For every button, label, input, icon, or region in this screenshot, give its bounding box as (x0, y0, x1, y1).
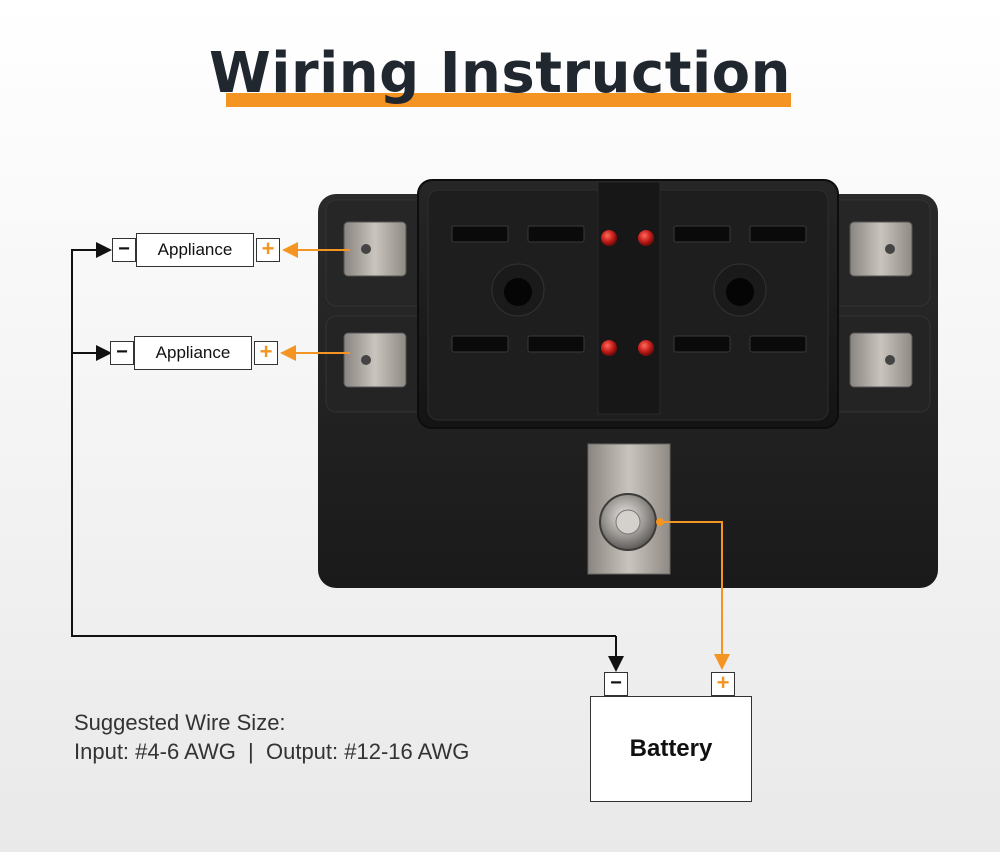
title-container: Wiring Instruction (0, 38, 1000, 110)
battery-negative-terminal: − (604, 672, 628, 696)
wire-size-values: Input: #4-6 AWG | Output: #12-16 AWG (74, 739, 470, 764)
led-indicators (601, 230, 654, 356)
appliance-2-negative-terminal: − (110, 341, 134, 365)
title-underline (226, 93, 791, 107)
negative-wire (71, 242, 624, 672)
page-title: Wiring Instruction (208, 41, 791, 106)
wire-size-note: Suggested Wire Size: Input: #4-6 AWG | O… (74, 708, 469, 766)
appliance-1-positive-terminal: + (256, 238, 280, 262)
wire-connection-point (656, 518, 664, 526)
appliance-2-label: Appliance (134, 336, 252, 370)
appliance-1-negative-terminal: − (112, 238, 136, 262)
positive-wire (280, 242, 730, 670)
fuse-block-image (318, 179, 938, 588)
appliance-2-positive-terminal: + (254, 341, 278, 365)
appliance-1-label: Appliance (136, 233, 254, 267)
battery-box: Battery (590, 696, 752, 802)
wire-size-heading: Suggested Wire Size: (74, 710, 286, 735)
battery-positive-terminal: + (711, 672, 735, 696)
fuse-slots (451, 225, 807, 353)
side-terminals (343, 221, 913, 388)
